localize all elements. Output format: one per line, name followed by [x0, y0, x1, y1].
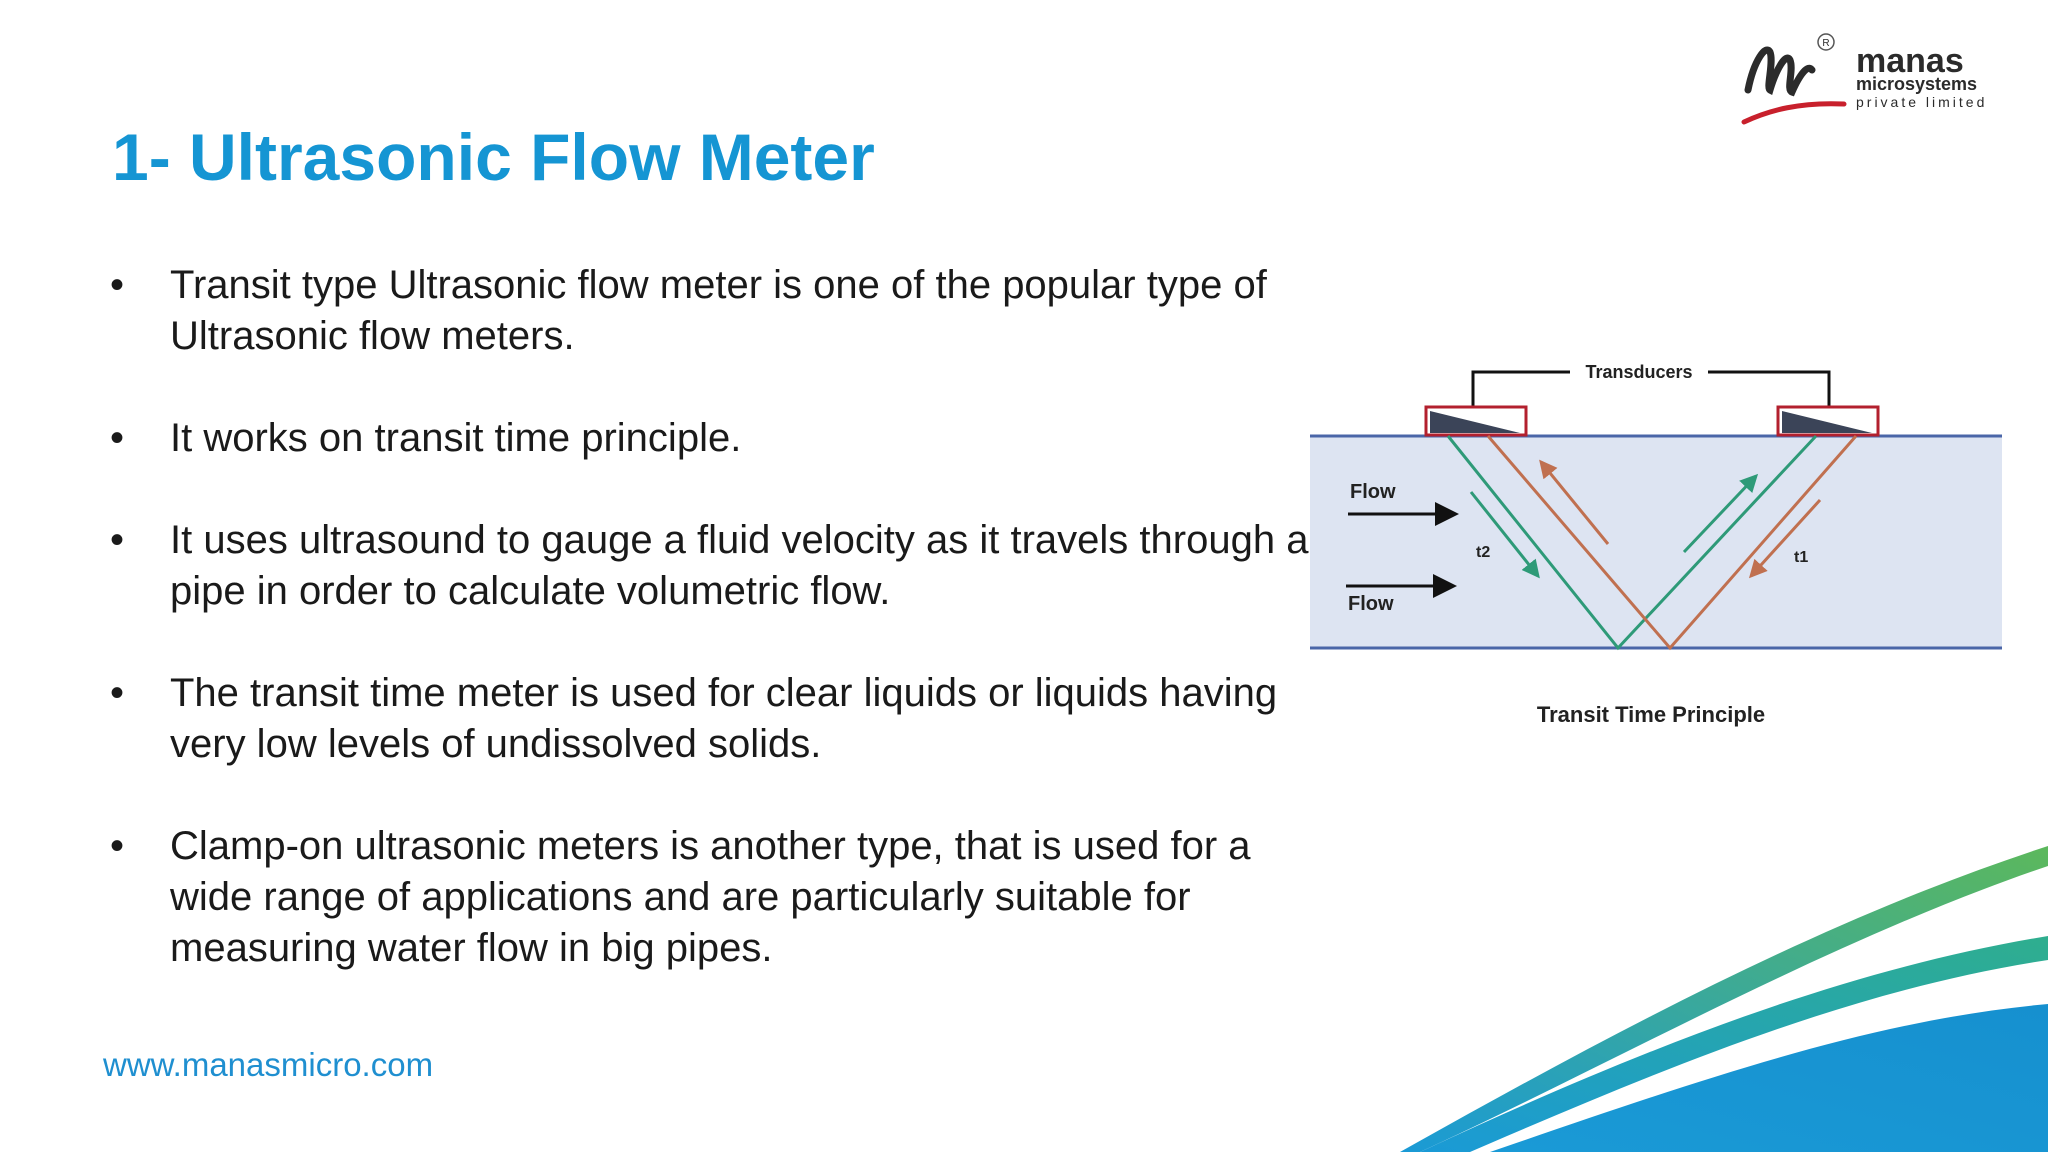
flow-label-top: Flow	[1350, 481, 1396, 503]
bullet-dot: •	[110, 416, 125, 460]
transducer-right	[1776, 405, 1880, 437]
t1-label: t1	[1794, 549, 1808, 566]
slide-title: 1- Ultrasonic Flow Meter	[112, 120, 875, 194]
transducer-connector	[1708, 370, 1831, 406]
bullet-item: • Transit type Ultrasonic flow meter is o…	[110, 260, 1340, 362]
bullet-item: • It uses ultrasound to gauge a fluid vel…	[110, 515, 1340, 617]
swoosh-stripe-blue	[1490, 1004, 2048, 1152]
diagram-caption: Transit Time Principle	[1537, 702, 1765, 727]
logo-name: manas	[1856, 42, 1964, 80]
registered-mark-icon	[1817, 33, 1835, 51]
pipe	[1310, 436, 2002, 648]
bullet-text: It uses ultrasound to gauge a fluid velo…	[170, 518, 1309, 613]
logo-m-mark-icon	[1744, 46, 1816, 97]
bullet-dot: •	[110, 671, 125, 715]
bullet-text: The transit time meter is used for clear…	[170, 671, 1278, 766]
decorative-swoosh	[1400, 846, 2048, 1152]
transit-time-diagram: Transducers Flow Flow t2 t1 Transit Time…	[1310, 362, 2002, 727]
green-beam-path	[1446, 434, 1818, 651]
bullet-text: Transit type Ultrasonic flow meter is on…	[170, 263, 1267, 358]
logo-line3: private limited	[1856, 94, 1987, 110]
logo-swoosh-icon	[1741, 101, 1847, 125]
upstream-green-arrow	[1682, 473, 1759, 554]
upstream-red-arrow	[1539, 459, 1610, 545]
t2-direction-arrow	[1469, 491, 1540, 579]
bullet-list: • Transit type Ultrasonic flow meter is o…	[110, 260, 1340, 1025]
swoosh-stripe-green	[1400, 846, 2048, 1152]
logo-line2: microsystems	[1856, 74, 1977, 94]
footer-website-link[interactable]: www.manasmicro.com	[103, 1046, 434, 1083]
bullet-item: • Clamp-on ultrasonic meters is another t…	[110, 821, 1340, 974]
bullet-dot: •	[110, 518, 125, 562]
transducer-left	[1424, 405, 1528, 437]
swoosh-stripe-teal	[1420, 936, 2048, 1152]
flow-label-bottom: Flow	[1348, 593, 1394, 615]
bullet-item: • It works on transit time principle.	[110, 413, 1340, 464]
t1-direction-arrow	[1748, 498, 1822, 579]
registered-mark: R	[1822, 38, 1829, 49]
red-beam-path	[1486, 435, 1858, 651]
t2-label: t2	[1476, 544, 1490, 561]
bullet-text: Clamp-on ultrasonic meters is another ty…	[170, 824, 1251, 970]
bullet-item: • The transit time meter is used for clea…	[110, 668, 1340, 770]
bullet-text: It works on transit time principle.	[170, 416, 742, 460]
transducer-connector	[1471, 370, 1570, 406]
bullet-dot: •	[110, 824, 125, 868]
bullet-dot: •	[110, 263, 125, 307]
company-logo: R manas microsystems private limited	[1741, 33, 1987, 125]
transducers-label: Transducers	[1585, 362, 1692, 382]
